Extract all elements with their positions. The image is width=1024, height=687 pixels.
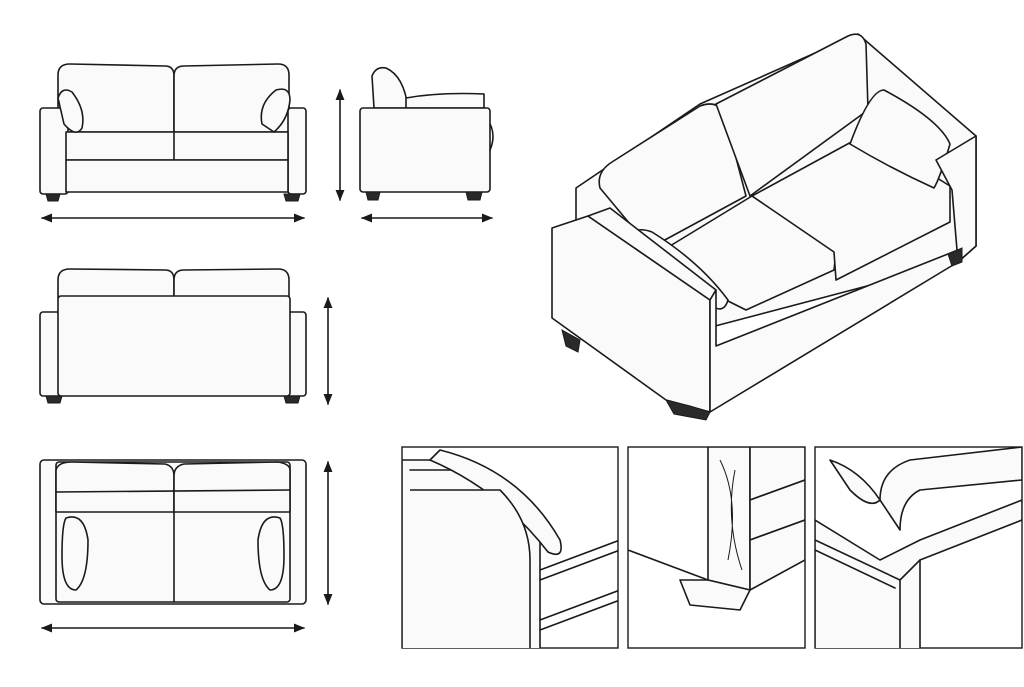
detail-arm bbox=[401, 446, 619, 649]
pillow-right bbox=[260, 88, 291, 133]
back-cushion-right bbox=[715, 33, 869, 197]
top-view bbox=[39, 459, 333, 633]
isometric-view bbox=[551, 33, 977, 421]
pillow-left bbox=[57, 89, 84, 133]
detail-back bbox=[814, 446, 1023, 649]
detail-leg bbox=[627, 446, 806, 649]
side-view bbox=[359, 66, 494, 223]
iso-pillow-right bbox=[849, 89, 951, 189]
front-view bbox=[39, 63, 345, 223]
back-view bbox=[39, 268, 333, 406]
